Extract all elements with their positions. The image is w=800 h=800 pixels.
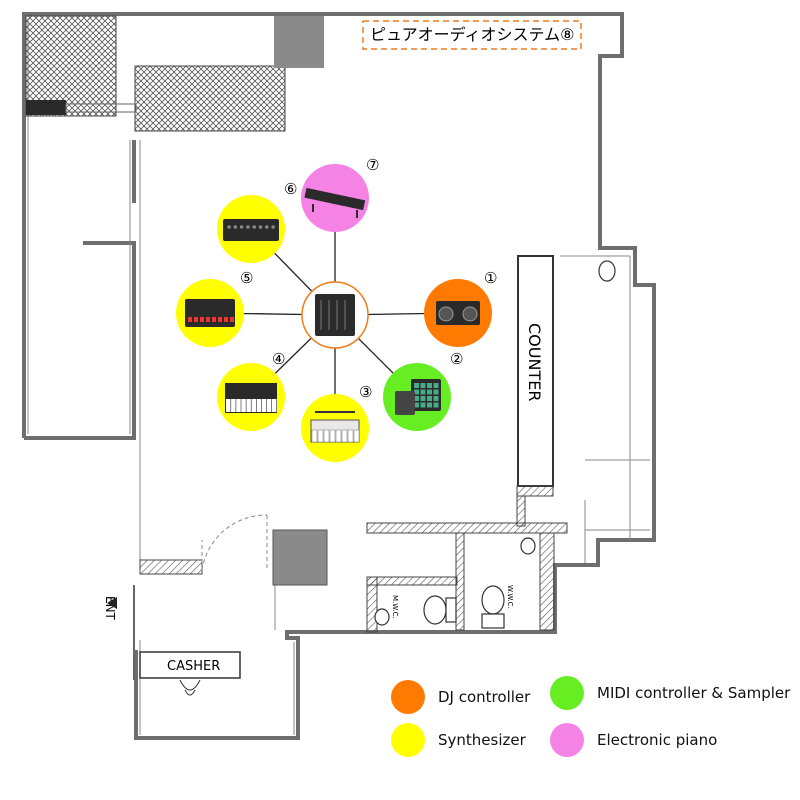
legend-label: MIDI controller & Sampler (597, 684, 791, 702)
legend: DJ controller MIDI controller & SamplerSy… (391, 676, 791, 757)
groovebox-icon (185, 299, 235, 327)
inner-lines (27, 18, 650, 735)
station-4: ④ (217, 350, 285, 431)
keyboard-synth-icon (225, 383, 277, 413)
station-number: ⑦ (366, 156, 379, 174)
walls (22, 12, 656, 740)
station-number: ① (484, 269, 497, 287)
pure-audio-label: ピュアオーディオシステム⑧ (370, 25, 574, 44)
station-2: ② (383, 350, 463, 431)
pure-audio-note: ピュアオーディオシステム⑧ (362, 20, 582, 50)
station-number: ⑥ (284, 180, 297, 198)
station-number: ② (450, 350, 463, 368)
wc-label-men: M.W.C. (391, 595, 399, 619)
digital-piano-icon (304, 187, 366, 218)
pillar-center (272, 529, 328, 586)
legend-swatch (391, 723, 425, 757)
legend-swatch (550, 723, 584, 757)
station-number: ④ (272, 350, 285, 368)
doors (201, 514, 268, 571)
station-6: ⑥ (217, 180, 297, 263)
legend-label: DJ controller (438, 688, 531, 706)
station-number: ③ (359, 383, 372, 401)
legend-label: Synthesizer (438, 731, 527, 749)
casher-desk: CASHER (139, 651, 241, 696)
entrance: ENT (103, 585, 135, 680)
counter: COUNTER (517, 255, 554, 487)
legend-item: Electronic piano (550, 723, 717, 757)
compact-synth-icon (310, 411, 360, 443)
toilets (374, 260, 616, 629)
wc-label-women: W.W.C. (506, 585, 514, 609)
counter-label: COUNTER (525, 323, 544, 401)
station-7: ⑦ (301, 156, 379, 232)
midi-sampler-icon (395, 379, 441, 415)
desktop-synth-icon (223, 219, 279, 241)
legend-swatch (391, 680, 425, 714)
dj-controller-icon (436, 301, 480, 325)
station-1: ① (424, 269, 497, 347)
legend-item: DJ controller (391, 680, 531, 714)
pillar-top (274, 16, 324, 68)
stations: ① ② ③ ④ ⑤ ⑥ ⑦ (176, 156, 497, 462)
station-number: ⑤ (240, 269, 253, 287)
station-3: ③ (301, 383, 372, 462)
legend-label: Electronic piano (597, 731, 717, 749)
restroom-walls (139, 485, 568, 633)
station-5: ⑤ (176, 269, 253, 347)
legend-item: Synthesizer (391, 723, 527, 757)
legend-swatch (550, 676, 584, 710)
legend-item: MIDI controller & Sampler (550, 676, 791, 710)
hatched-structures (25, 15, 286, 132)
mixer-hub (301, 281, 369, 349)
casher-label: CASHER (167, 659, 220, 674)
